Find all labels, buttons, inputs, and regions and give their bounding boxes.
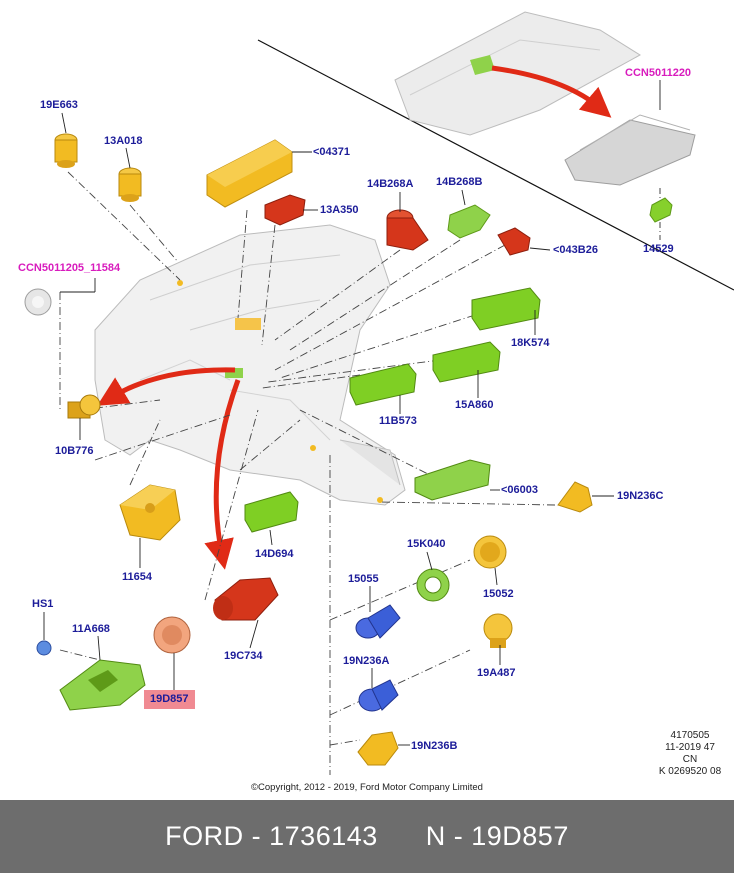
diagram-date: 11-2019 47 xyxy=(665,742,715,753)
diagram-region: CN xyxy=(682,754,698,765)
part-043B26-shape xyxy=(497,227,531,256)
label-leader-ticks xyxy=(43,80,661,746)
part-06003-shape xyxy=(414,459,491,501)
copyright-notice: ©Copyright, 2012 - 2019, Ford Motor Comp… xyxy=(251,782,483,793)
diagram-number: 4170505 xyxy=(670,730,710,741)
diagram-id-block: 4170505 11-2019 47 CN K 0269520 08 xyxy=(650,730,730,778)
label-14B268B: 14B268B xyxy=(436,176,483,188)
part-15055-shape xyxy=(355,604,401,639)
part-18K574-shape xyxy=(471,287,541,331)
part-19C734-shape xyxy=(213,577,279,621)
part-19E663-shape xyxy=(54,133,78,168)
part-10B776-shape xyxy=(67,394,101,419)
part-14B268B-shape xyxy=(447,204,491,239)
part-14B268A-shape xyxy=(386,209,429,251)
part-04371-shape xyxy=(206,139,293,208)
label-CCN5011205-11584: CCN5011205_11584 xyxy=(18,262,121,274)
label-13A350: 13A350 xyxy=(320,204,359,216)
label-19E663: 19E663 xyxy=(40,99,78,111)
footer-part-number-text: FORD - 1736143 N - 19D857 xyxy=(165,821,569,851)
roof-to-console-arrow xyxy=(491,65,612,118)
part-11654-shape xyxy=(119,484,181,541)
part-15K040-shape xyxy=(416,568,450,602)
label-04371: <04371 xyxy=(313,146,351,158)
label-14529: 14529 xyxy=(643,243,674,255)
label-06003: <06003 xyxy=(501,484,539,496)
cluster-to-switch-arrow xyxy=(97,367,236,406)
label-CCN5011220: CCN5011220 xyxy=(625,67,692,79)
leader-lines xyxy=(59,171,556,775)
part-15A860-shape xyxy=(432,341,501,383)
diagram-ref: K 0269520 08 xyxy=(658,766,722,777)
label-15A860: 15A860 xyxy=(455,399,494,411)
label-15K040: 15K040 xyxy=(407,538,446,550)
exploded-parts-diagram xyxy=(24,11,734,775)
part-19N236B-shape xyxy=(357,731,399,766)
label-13A018: 13A018 xyxy=(104,135,143,147)
part-number-footer: FORD - 1736143 N - 19D857 xyxy=(0,800,734,873)
label-19N236B: 19N236B xyxy=(411,740,458,752)
label-18K574: 18K574 xyxy=(511,337,550,349)
label-11B573: 11B573 xyxy=(379,415,417,427)
overhead-console-illustration xyxy=(564,114,696,186)
part-CCN5011205-shape xyxy=(24,288,52,316)
part-11B573-shape xyxy=(349,363,417,406)
part-14D694-shape xyxy=(244,491,299,533)
label-043B26: <043B26 xyxy=(553,244,598,256)
part-15052-shape xyxy=(473,535,507,569)
part-19N236A-shape xyxy=(358,679,399,712)
instrument-panel-illustration xyxy=(94,224,406,506)
section-divider-line xyxy=(257,39,734,291)
label-14B268A: 14B268A xyxy=(367,178,414,190)
label-10B776: 10B776 xyxy=(55,445,94,457)
label-11654: 11654 xyxy=(122,571,152,583)
label-19N236C: 19N236C xyxy=(617,490,664,502)
label-11A668: 11A668 xyxy=(72,623,110,635)
part-13A018-shape xyxy=(118,167,142,202)
part-19N236C-shape xyxy=(557,481,593,513)
label-14D694: 14D694 xyxy=(255,548,294,560)
label-19N236A: 19N236A xyxy=(343,655,390,667)
label-15055: 15055 xyxy=(348,573,379,585)
label-HS1: HS1 xyxy=(32,598,54,610)
part-19D857-shape xyxy=(153,616,191,654)
part-11A668-shape xyxy=(59,659,146,711)
label-19C734: 19C734 xyxy=(224,650,263,662)
label-19D857-highlighted: 19D857 xyxy=(144,690,195,709)
label-19A487: 19A487 xyxy=(477,667,516,679)
part-14529-shape xyxy=(649,197,673,223)
cluster-to-headlamp-switch-arrow xyxy=(204,379,241,570)
part-HS1-shape xyxy=(36,640,52,656)
part-13A350-shape xyxy=(264,194,306,226)
label-15052: 15052 xyxy=(483,588,514,600)
part-19A487-shape xyxy=(483,613,513,648)
